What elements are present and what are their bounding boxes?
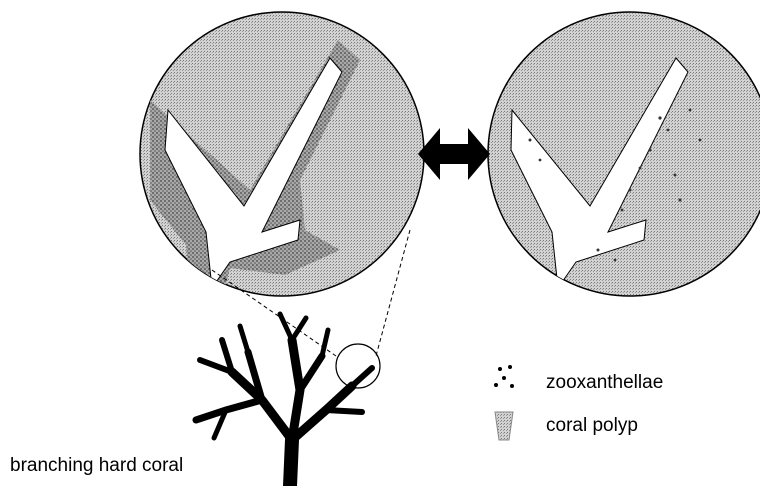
magnified-circle-bleached — [488, 12, 760, 296]
branching-coral-label: branching hard coral — [10, 455, 183, 476]
legend-coral-polyp-label: coral polyp — [546, 415, 638, 436]
legend: zooxanthellae coral polyp — [494, 365, 663, 440]
zooxanthellae-dots-icon — [494, 365, 514, 388]
double-arrow-icon — [418, 128, 490, 180]
magnified-circle-healthy — [140, 12, 424, 300]
legend-zooxanthellae-label: zooxanthellae — [546, 372, 663, 393]
coral-polyp-icon — [495, 412, 513, 440]
branching-coral-icon — [196, 314, 372, 486]
